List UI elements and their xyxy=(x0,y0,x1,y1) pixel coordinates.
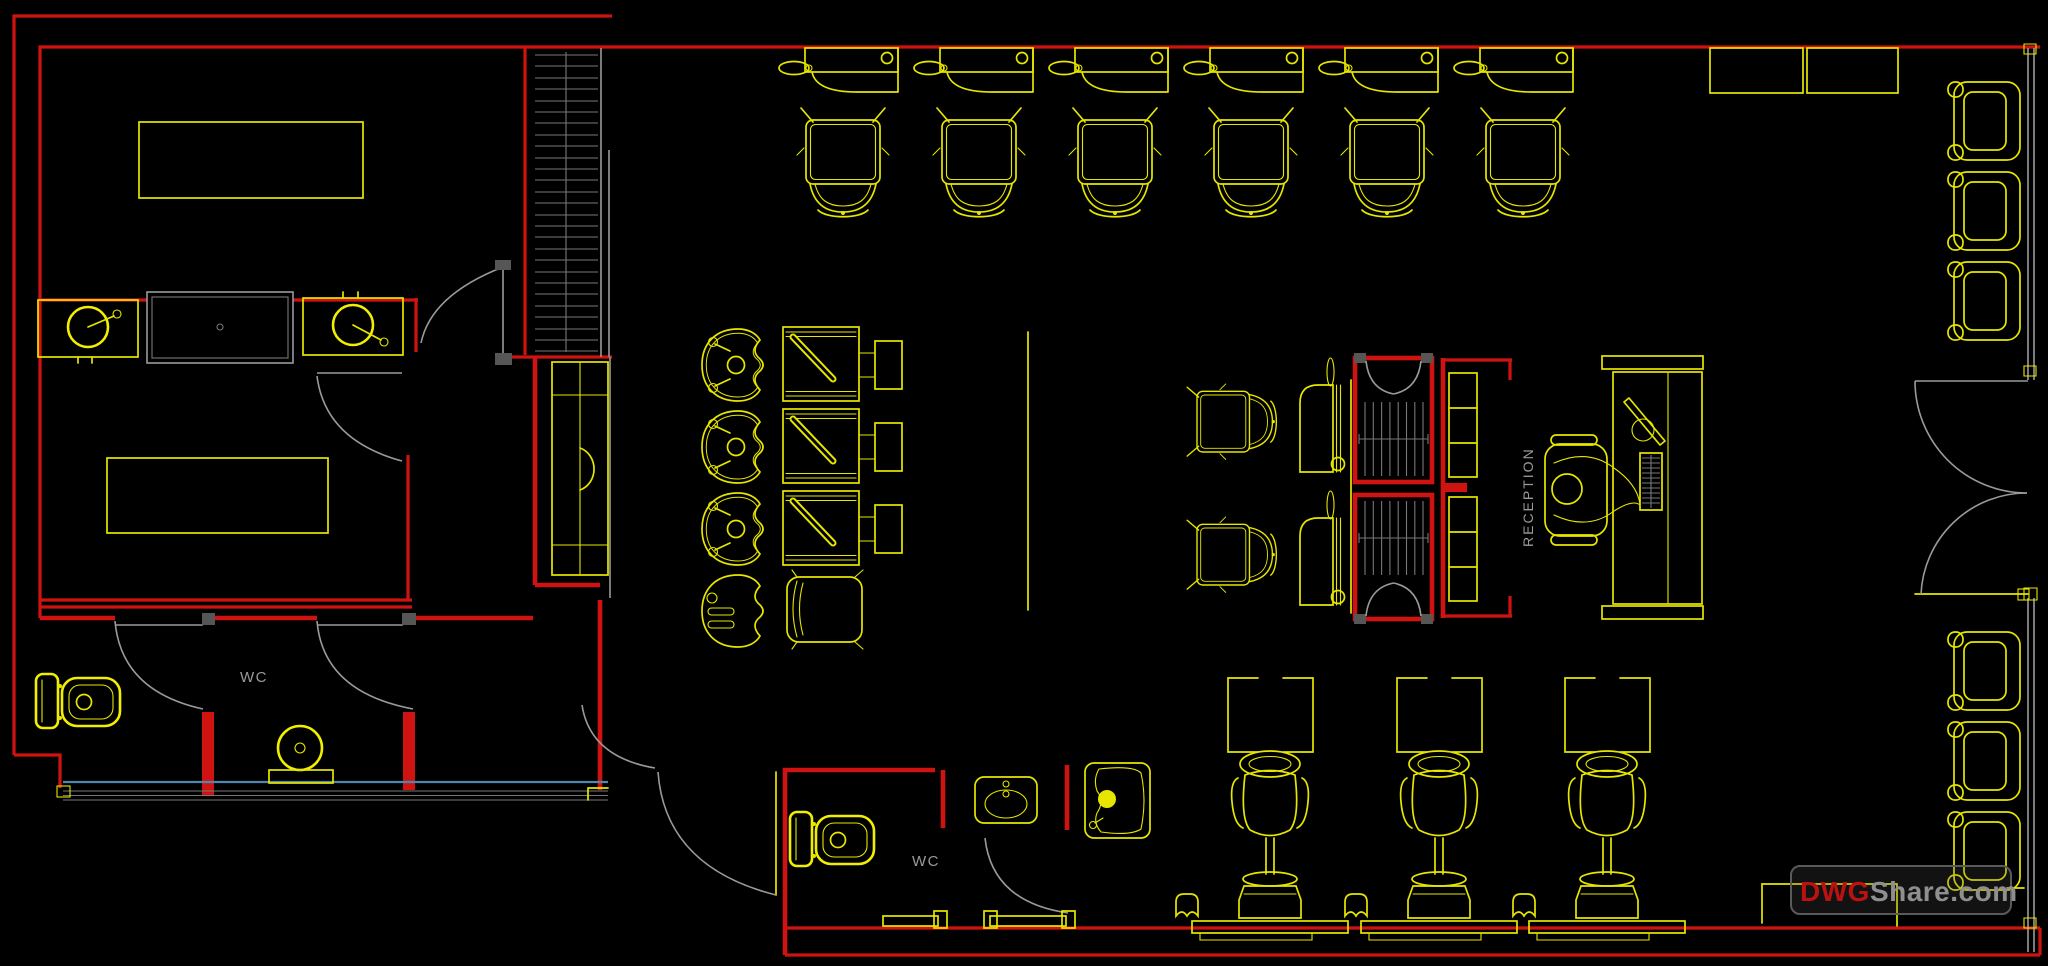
washbasin-wc2 xyxy=(974,776,1038,824)
waiting-area xyxy=(1761,43,2038,929)
low-partition xyxy=(1761,883,2025,927)
interior-walls xyxy=(38,48,1512,830)
doors xyxy=(114,260,2030,914)
pedestal-fixture xyxy=(268,724,334,784)
watermark: DWGShare.com xyxy=(1790,865,2018,915)
watermark-text: DWGShare.com xyxy=(1800,876,2018,907)
wall-end-cap xyxy=(56,785,71,798)
massage-table-top xyxy=(138,121,364,199)
wc-left-label: WC xyxy=(240,669,268,686)
staircase xyxy=(535,52,598,352)
wall-caps xyxy=(2023,43,2038,929)
shampoo-stations xyxy=(701,327,1029,650)
keyboard xyxy=(1639,452,1663,511)
massage-table-bottom xyxy=(106,457,329,534)
reception-label: RECEPTION xyxy=(1520,447,1536,547)
shower-tray xyxy=(1084,762,1151,839)
grey-partitions xyxy=(63,48,2035,952)
cabinets-top-right xyxy=(1709,47,1899,94)
shampoo-unit-4 xyxy=(701,569,864,650)
door-sills xyxy=(882,910,1076,929)
counter-grey xyxy=(146,291,294,364)
display-shelf xyxy=(1448,372,1478,602)
vanity-sink-left xyxy=(37,299,139,364)
understairs-cabinet xyxy=(551,361,609,801)
receptionist xyxy=(1544,434,1641,546)
vanity-sink-right xyxy=(302,291,404,356)
exterior-walls xyxy=(12,14,2042,957)
reception-desk xyxy=(1544,355,1704,620)
wc-bottom-label: WC xyxy=(912,853,940,870)
